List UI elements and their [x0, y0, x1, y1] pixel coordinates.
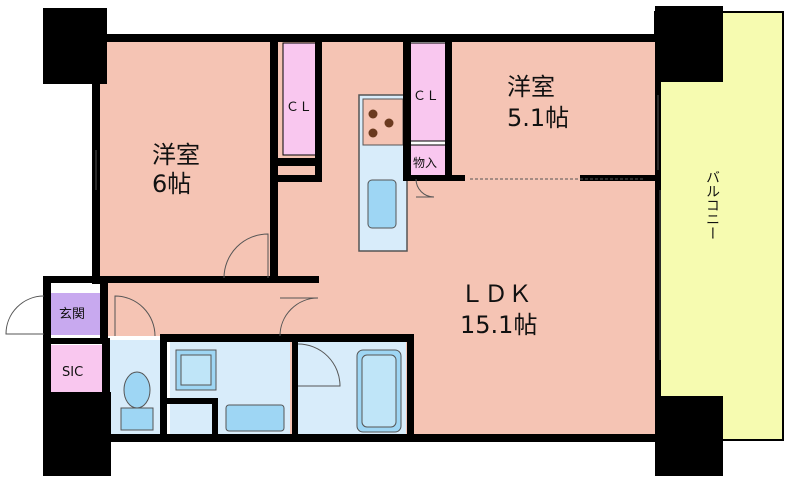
closet-left-label: ＣＬ [286, 100, 312, 115]
walls [43, 6, 723, 476]
door-swing-icon [5, 178, 435, 387]
room-ldk-name: ＬＤＫ [460, 280, 532, 308]
sink-icon [367, 179, 397, 229]
balcony [654, 11, 784, 441]
closet-right [409, 42, 447, 142]
stove-icon [362, 98, 404, 146]
hallway [100, 282, 276, 336]
shoe-closet [50, 345, 106, 395]
shoe-closet-label: SIC [62, 365, 83, 380]
room-western-right-name: 洋室 [507, 73, 555, 101]
closet-right-label: ＣＬ [413, 89, 439, 104]
entrance [50, 293, 106, 335]
hallway-lower [276, 282, 411, 336]
room-ldk-size: 15.1帖 [460, 311, 537, 339]
closet-left [282, 42, 319, 156]
room-western-left-name: 洋室 [152, 141, 200, 169]
room-western-left-size: 6帖 [152, 170, 191, 198]
washbasin-icon-2 [225, 404, 285, 432]
balcony-label: バルコニー [704, 170, 720, 240]
room-western-left [96, 38, 276, 278]
toilet-icon [123, 371, 151, 409]
storage-label: 物入 [413, 156, 437, 170]
entrance-label: 玄関 [59, 307, 85, 322]
room-western-right-size: 5.1帖 [507, 104, 569, 132]
room-western-right [452, 38, 657, 178]
